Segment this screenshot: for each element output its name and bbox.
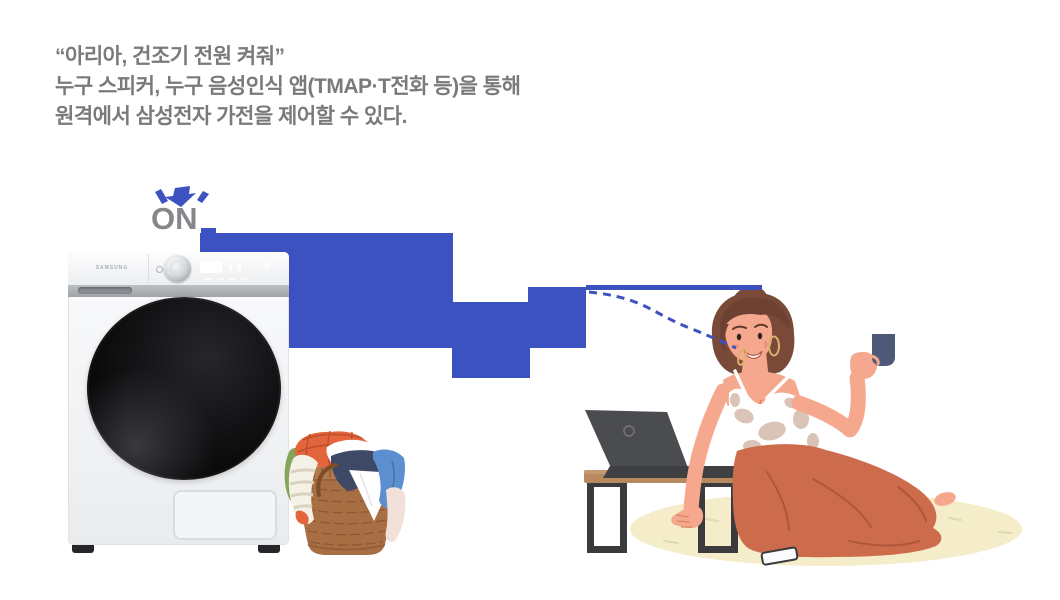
smartphone [760,546,799,566]
eyebrows [732,323,768,330]
press-down-arrow-icon [155,186,209,207]
washer-knob [164,255,191,282]
panel-label [240,278,248,280]
display-digit [229,264,232,271]
caption-text: “아리아, 건조기 전원 켜줘” 누구 스피커, 누구 음성인식 앱(TMAP·… [55,42,521,132]
basket-handle [316,463,338,497]
pants [732,444,942,558]
laptop-logo [623,425,635,437]
cursor-underscore [201,228,216,233]
laptop-base [603,466,740,478]
washing-machine: SAMSUNG [68,252,289,553]
power-on-label: ON [151,201,198,236]
top-straps [733,369,792,400]
door-handle-recess [78,287,132,294]
samsung-logo: SAMSUNG [95,265,129,271]
eye-left [736,333,742,341]
connection-dashed-line [588,290,737,350]
washer-foot-right [258,545,280,553]
coffee-mug [872,334,895,366]
right-arm [791,370,866,438]
washer-foot-left [72,545,94,553]
smiling-mouth [743,349,763,359]
signal-block-3 [528,287,586,348]
panel-seam [148,254,149,284]
table-leg-left [587,480,627,553]
woman-face [724,309,773,363]
washer-drawer [173,490,277,540]
earring-left [737,348,747,366]
laptop [585,410,740,478]
panel-icon [264,263,270,269]
signal-block-2 [452,302,530,378]
pants-creases [766,471,927,547]
washer-display [200,261,222,273]
woman [671,286,956,558]
eye-right [757,332,763,340]
caption-line-2: 누구 스피커, 누구 음성인식 앱(TMAP·T전화 등)을 통해 [55,75,521,98]
woman-illustration [584,286,1022,566]
earring-right [768,335,780,357]
foot [934,492,956,506]
laptop-lid [585,410,688,468]
power-symbol-icon [156,266,163,273]
steam-icon [872,294,900,331]
signal-bar [586,285,762,290]
caption-line-1: “아리아, 건조기 전원 켜줘” [55,45,285,68]
caption-line-3: 원격에서 삼성전자 가전을 제어할 수 있다. [55,105,407,128]
laundry-basket [284,430,406,555]
washer-door [87,297,281,480]
panel-label [204,278,212,280]
panel-label [228,278,236,280]
display-digit [238,264,241,271]
left-arm [683,383,731,519]
hanging-clothes [288,449,406,542]
panel-label [216,278,224,280]
right-hand [850,352,877,379]
